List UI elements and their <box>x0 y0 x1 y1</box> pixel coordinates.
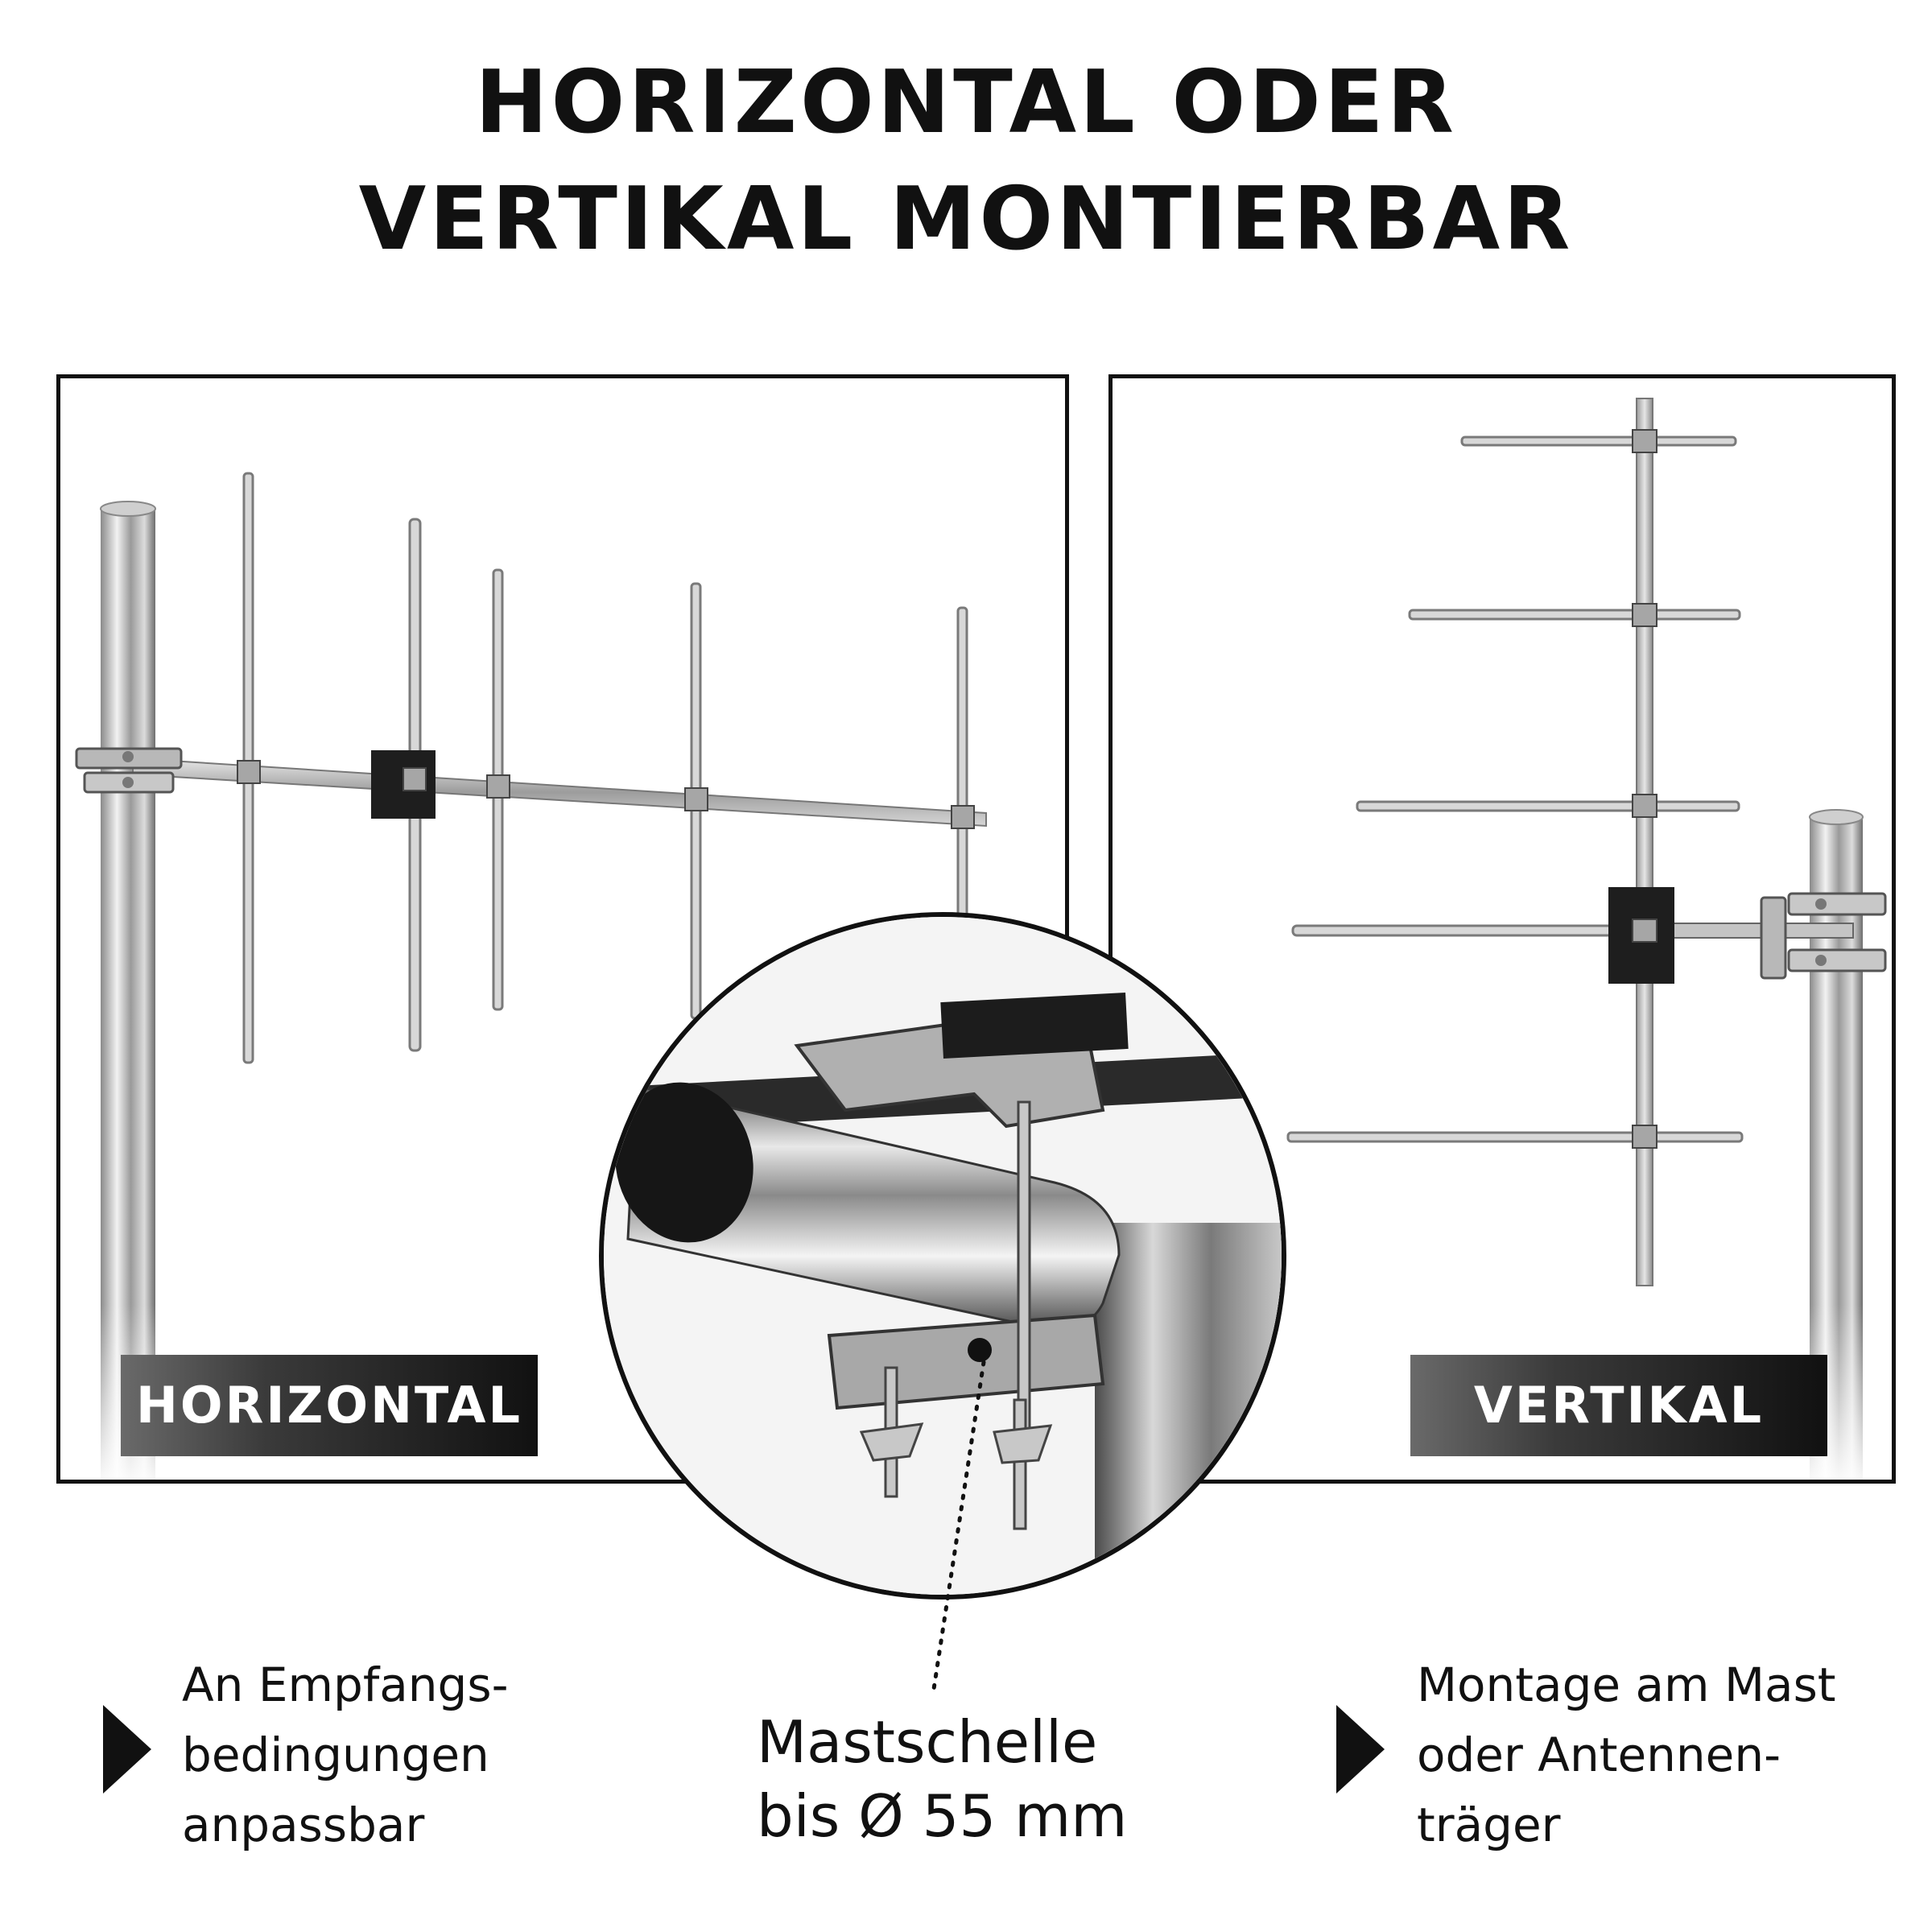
mast-pipe <box>100 501 156 1480</box>
triangle-arrow-right-icon <box>1336 1705 1385 1794</box>
feature-left-line-1: An Empfangs- <box>182 1657 509 1712</box>
feature-mast-clamp: Mastschelle bis Ø 55 mm <box>757 1705 1208 1853</box>
feature-mounting: Montage am Mast oder Antennen- träger <box>1417 1650 1900 1860</box>
clamp-marker-dot <box>968 1338 992 1362</box>
vertical-antenna-illustration <box>1286 398 1887 1480</box>
feature-adjustable: An Empfangs- bedingungen anpassbar <box>182 1650 601 1860</box>
feature-center-line-1: Mastschelle <box>757 1708 1098 1776</box>
mast-clamp-closeup <box>599 912 1286 1600</box>
mast-clamp <box>1760 892 1887 980</box>
feature-right-line-1: Montage am Mast <box>1417 1657 1836 1712</box>
feature-left-line-2: bedingungen <box>182 1728 489 1782</box>
support-arm <box>1643 923 1854 939</box>
element-clips <box>1632 429 1657 1149</box>
vertical-label-badge: VERTIKAL <box>1410 1355 1827 1456</box>
feature-left-line-3: anpassbar <box>182 1798 425 1852</box>
feature-center-line-2: bis Ø 55 mm <box>757 1782 1128 1850</box>
horizontal-label-badge: HORIZONTAL <box>121 1355 538 1456</box>
clamp-closeup-illustration <box>604 917 1282 1595</box>
element-clips <box>237 760 975 829</box>
triangle-arrow-right-icon <box>103 1705 151 1794</box>
antenna-boom <box>1636 398 1653 1286</box>
title-line-1: HORIZONTAL ODER <box>475 52 1457 153</box>
antenna-elements <box>1286 436 1744 1143</box>
feature-right-line-3: träger <box>1417 1798 1561 1852</box>
feature-right-line-2: oder Antennen- <box>1417 1728 1781 1782</box>
title-line-2: VERTIKAL MONTIERBAR <box>358 169 1574 270</box>
page-title: HORIZONTAL ODER VERTIKAL MONTIERBAR <box>0 44 1932 278</box>
mast-clamp <box>75 747 183 794</box>
pipe-end-cap <box>615 1082 753 1243</box>
horizontal-antenna-illustration <box>75 472 987 1480</box>
